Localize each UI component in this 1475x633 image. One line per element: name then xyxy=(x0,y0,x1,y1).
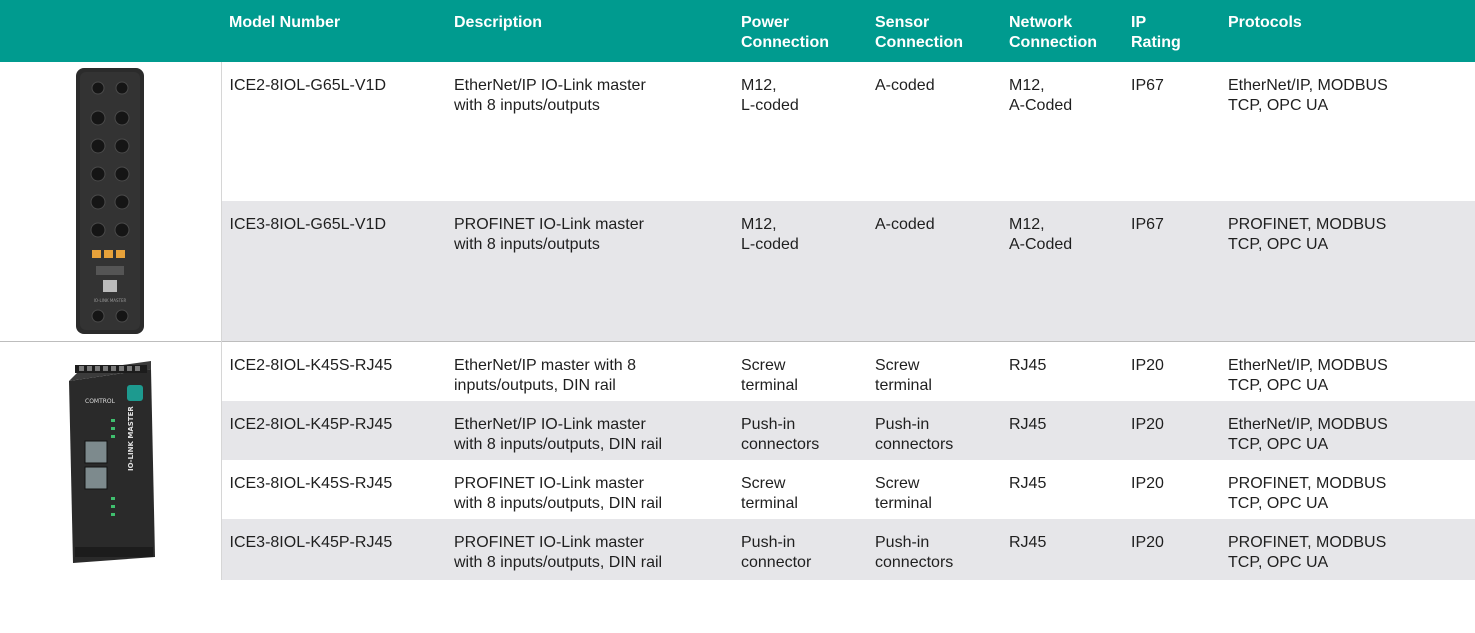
header-image xyxy=(0,0,221,62)
cell-model: ICE2-8IOL-K45P-RJ45 xyxy=(221,401,446,460)
cell-protocols: EtherNet/IP, MODBUS TCP, OPC UA xyxy=(1220,340,1475,401)
din-rail-io-link-master-product-image: COMTROL IO-LINK MASTER xyxy=(69,360,156,563)
header-model-number: Model Number xyxy=(221,0,446,62)
cell-description: EtherNet/IP IO-Link master with 8 inputs… xyxy=(446,62,733,201)
cell-description: PROFINET IO-Link master with 8 inputs/ou… xyxy=(446,460,733,519)
cell-protocols: PROFINET, MODBUS TCP, OPC UA xyxy=(1220,519,1475,580)
cell-model: ICE2-8IOL-G65L-V1D xyxy=(221,62,446,201)
cell-ip-rating: IP20 xyxy=(1123,401,1220,460)
cell-sensor-connection: Push-in connectors xyxy=(867,519,1001,580)
table-row: ICE2-8IOL-K45P-RJ45 EtherNet/IP IO-Link … xyxy=(0,401,1475,460)
cell-network-connection: RJ45 xyxy=(1001,340,1123,401)
cell-ip-rating: IP67 xyxy=(1123,201,1220,341)
svg-text:COMTROL: COMTROL xyxy=(85,398,116,405)
cell-sensor-connection: Push-in connectors xyxy=(867,401,1001,460)
cell-description: PROFINET IO-Link master with 8 inputs/ou… xyxy=(446,201,733,341)
table-row: ICE3-8IOL-K45S-RJ45 PROFINET IO-Link mas… xyxy=(0,460,1475,519)
cell-ip-rating: IP20 xyxy=(1123,519,1220,580)
cell-description: EtherNet/IP master with 8 inputs/outputs… xyxy=(446,340,733,401)
cell-protocols: EtherNet/IP, MODBUS TCP, OPC UA xyxy=(1220,62,1475,201)
cell-model: ICE3-8IOL-K45P-RJ45 xyxy=(221,519,446,580)
header-ip-rating: IP Rating xyxy=(1123,0,1220,62)
io-link-master-comparison-table: Model Number Description Power Connectio… xyxy=(0,0,1475,580)
cell-power-connection: Screw terminal xyxy=(733,340,867,401)
header-network-connection: Network Connection xyxy=(1001,0,1123,62)
ip67-io-link-master-product-image: IO-LINK MASTER xyxy=(76,68,145,335)
cell-power-connection: Push-in connectors xyxy=(733,401,867,460)
cell-ip-rating: IP20 xyxy=(1123,340,1220,401)
cell-network-connection: M12, A-Coded xyxy=(1001,201,1123,341)
cell-ip-rating: IP67 xyxy=(1123,62,1220,201)
cell-model: ICE3-8IOL-G65L-V1D xyxy=(221,201,446,341)
k45-image-cell: COMTROL IO-LINK MASTER xyxy=(0,340,222,580)
cell-sensor-connection: A-coded xyxy=(867,201,1001,341)
cell-model: ICE3-8IOL-K45S-RJ45 xyxy=(221,460,446,519)
cell-model: ICE2-8IOL-K45S-RJ45 xyxy=(221,340,446,401)
table-header-row: Model Number Description Power Connectio… xyxy=(0,0,1475,62)
cell-network-connection: RJ45 xyxy=(1001,401,1123,460)
table-row: COMTROL IO-LINK MASTER ICE2-8IOL-K45S-RJ… xyxy=(0,340,1475,580)
cell-power-connection: Screw terminal xyxy=(733,460,867,519)
cell-protocols: EtherNet/IP, MODBUS TCP, OPC UA xyxy=(1220,401,1475,460)
header-protocols: Protocols xyxy=(1220,0,1475,62)
g65l-image-cell: IO-LINK MASTER xyxy=(0,62,222,341)
cell-power-connection: Push-in connector xyxy=(733,519,867,580)
table-row: ICE3-8IOL-G65L-V1D PROFINET IO-Link mast… xyxy=(0,201,1475,341)
cell-sensor-connection: Screw terminal xyxy=(867,460,1001,519)
svg-text:IO-LINK MASTER: IO-LINK MASTER xyxy=(127,405,135,470)
cell-network-connection: M12, A-Coded xyxy=(1001,62,1123,201)
cell-power-connection: M12, L-coded xyxy=(733,62,867,201)
cell-network-connection: RJ45 xyxy=(1001,460,1123,519)
header-power-connection: Power Connection xyxy=(733,0,867,62)
cell-sensor-connection: Screw terminal xyxy=(867,340,1001,401)
cell-power-connection: M12, L-coded xyxy=(733,201,867,341)
cell-network-connection: RJ45 xyxy=(1001,519,1123,580)
cell-description: PROFINET IO-Link master with 8 inputs/ou… xyxy=(446,519,733,580)
table-row: IO-LINK MASTER ICE2-8IOL-G65L-V1D EtherN… xyxy=(0,62,1475,341)
cell-protocols: PROFINET, MODBUS TCP, OPC UA xyxy=(1220,460,1475,519)
cell-description: EtherNet/IP IO-Link master with 8 inputs… xyxy=(446,401,733,460)
header-sensor-connection: Sensor Connection xyxy=(867,0,1001,62)
table-row: ICE3-8IOL-K45P-RJ45 PROFINET IO-Link mas… xyxy=(0,519,1475,580)
cell-protocols: PROFINET, MODBUS TCP, OPC UA xyxy=(1220,201,1475,341)
header-description: Description xyxy=(446,0,733,62)
cell-ip-rating: IP20 xyxy=(1123,460,1220,519)
svg-text:IO-LINK MASTER: IO-LINK MASTER xyxy=(94,298,127,303)
cell-sensor-connection: A-coded xyxy=(867,62,1001,201)
